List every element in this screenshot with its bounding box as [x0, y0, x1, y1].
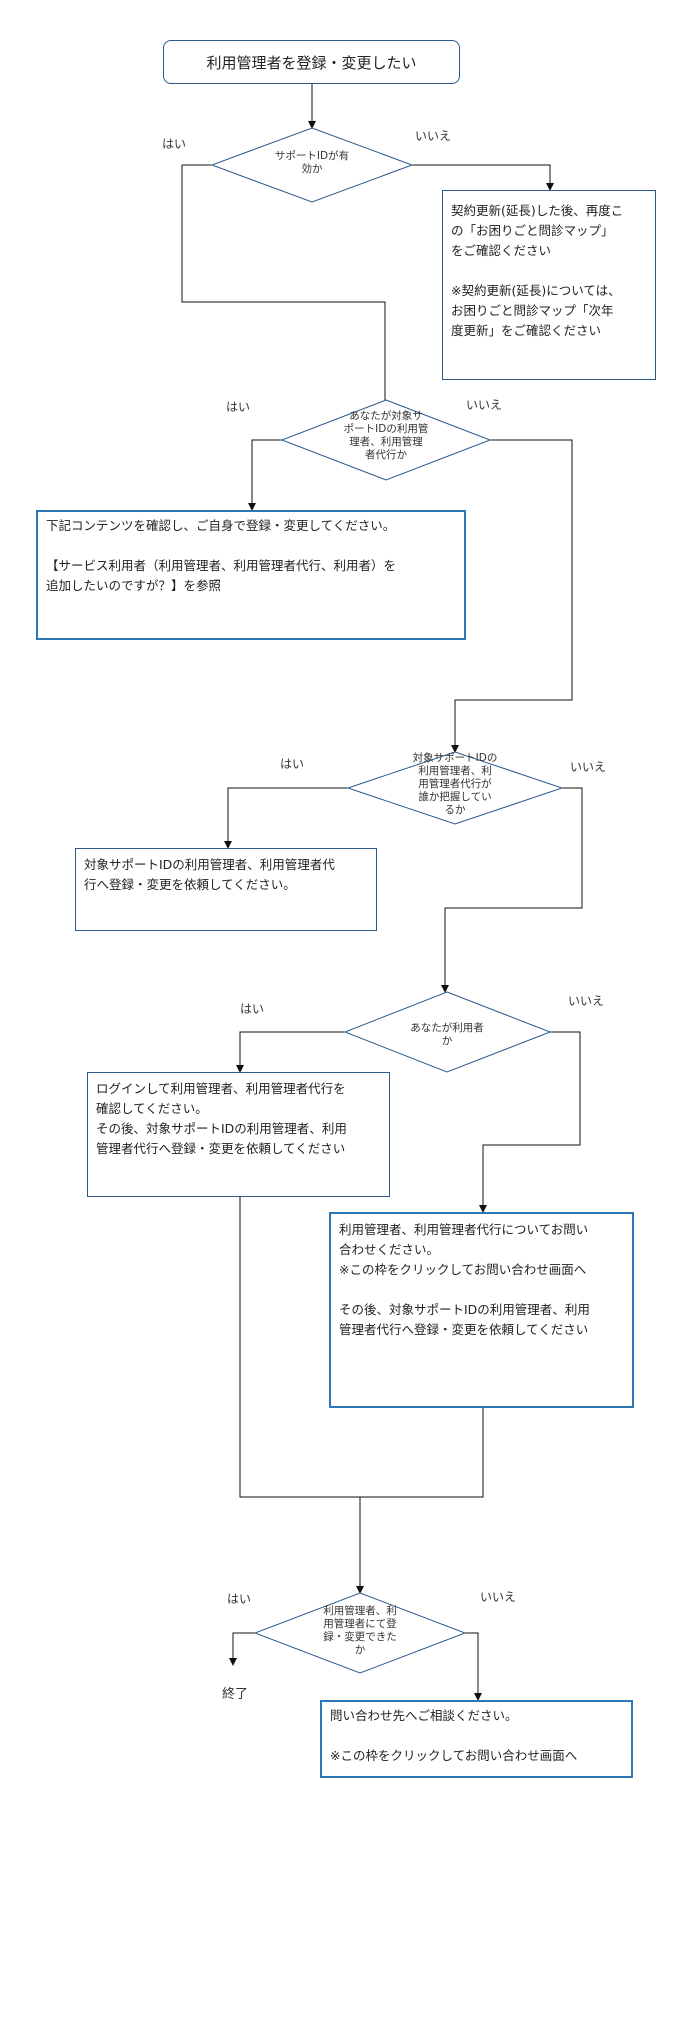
- start-terminal: 利用管理者を登録・変更したい: [163, 40, 460, 84]
- d4-no-label: いいえ: [568, 994, 605, 1008]
- arrow-d5-no: [455, 1632, 482, 1701]
- decision-d4-text: あなたが利用者 か: [410, 1022, 484, 1047]
- d2-no-label: いいえ: [466, 398, 503, 412]
- decision-d2-text: あなたが対象サ ポートIDの利用管 理者、利用管理 者代行か: [343, 410, 429, 461]
- arrow-d4-no: [479, 1031, 581, 1213]
- line-login-merge: [239, 1197, 360, 1498]
- contact-admin-box[interactable]: 利用管理者、利用管理者代行についてお問い 合わせください。 ※この枠をクリックし…: [329, 1212, 634, 1408]
- line-contact-merge: [360, 1408, 484, 1498]
- arrow-d1-no: [412, 164, 554, 191]
- end-label: 終了: [222, 1687, 249, 1702]
- login-check-box: ログインして利用管理者、利用管理者代行を 確認してください。 その後、対象サポー…: [87, 1072, 390, 1197]
- d1-no-label: いいえ: [415, 129, 452, 143]
- decision-d1-text: サポートIDが有 効か: [274, 150, 350, 175]
- d1-yes-label: はい: [162, 137, 187, 151]
- decision-d2-shape: [280, 399, 492, 481]
- d5-yes-label: はい: [227, 1592, 252, 1606]
- renewal-box: 契約更新(延長)した後、再度こ の「お困りごと問診マップ」 をご確認ください ※…: [442, 190, 656, 380]
- arrow-d2-yes: [248, 439, 282, 511]
- d3-yes-label: はい: [280, 757, 305, 771]
- self-register-box[interactable]: 下記コンテンツを確認し、ご自身で登録・変更してください。 【サービス利用者（利用…: [36, 510, 466, 640]
- start-text: 利用管理者を登録・変更したい: [206, 53, 417, 72]
- decision-d3-shape: [346, 751, 564, 825]
- decision-d1-shape: [210, 127, 414, 203]
- decision-d4-shape: [343, 991, 552, 1073]
- arrow-d5-yes: [229, 1632, 255, 1666]
- arrow-d3-no: [441, 787, 583, 993]
- arrow-d2-no: [451, 439, 573, 753]
- d5-no-label: いいえ: [480, 1590, 517, 1604]
- d3-no-label: いいえ: [570, 760, 607, 774]
- arrow-d1-yes: [181, 164, 389, 419]
- d2-yes-label: はい: [226, 400, 251, 414]
- request-admin-box: 対象サポートIDの利用管理者、利用管理者代 行へ登録・変更を依頼してください。: [75, 848, 377, 931]
- arrow-d3-yes: [224, 787, 348, 849]
- decision-d5-shape: [253, 1592, 467, 1674]
- decision-d5-text: 利用管理者、利 用管理者にて登 録・変更できた か: [323, 1605, 397, 1656]
- d4-yes-label: はい: [240, 1002, 265, 1016]
- arrow-d4-yes: [236, 1031, 345, 1073]
- consult-box[interactable]: 問い合わせ先へご相談ください。 ※この枠をクリックしてお問い合わせ画面へ: [320, 1700, 633, 1778]
- decision-d3-text: 対象サポートIDの 利用管理者、利 用管理者代行が 誰か把握してい るか: [412, 752, 498, 816]
